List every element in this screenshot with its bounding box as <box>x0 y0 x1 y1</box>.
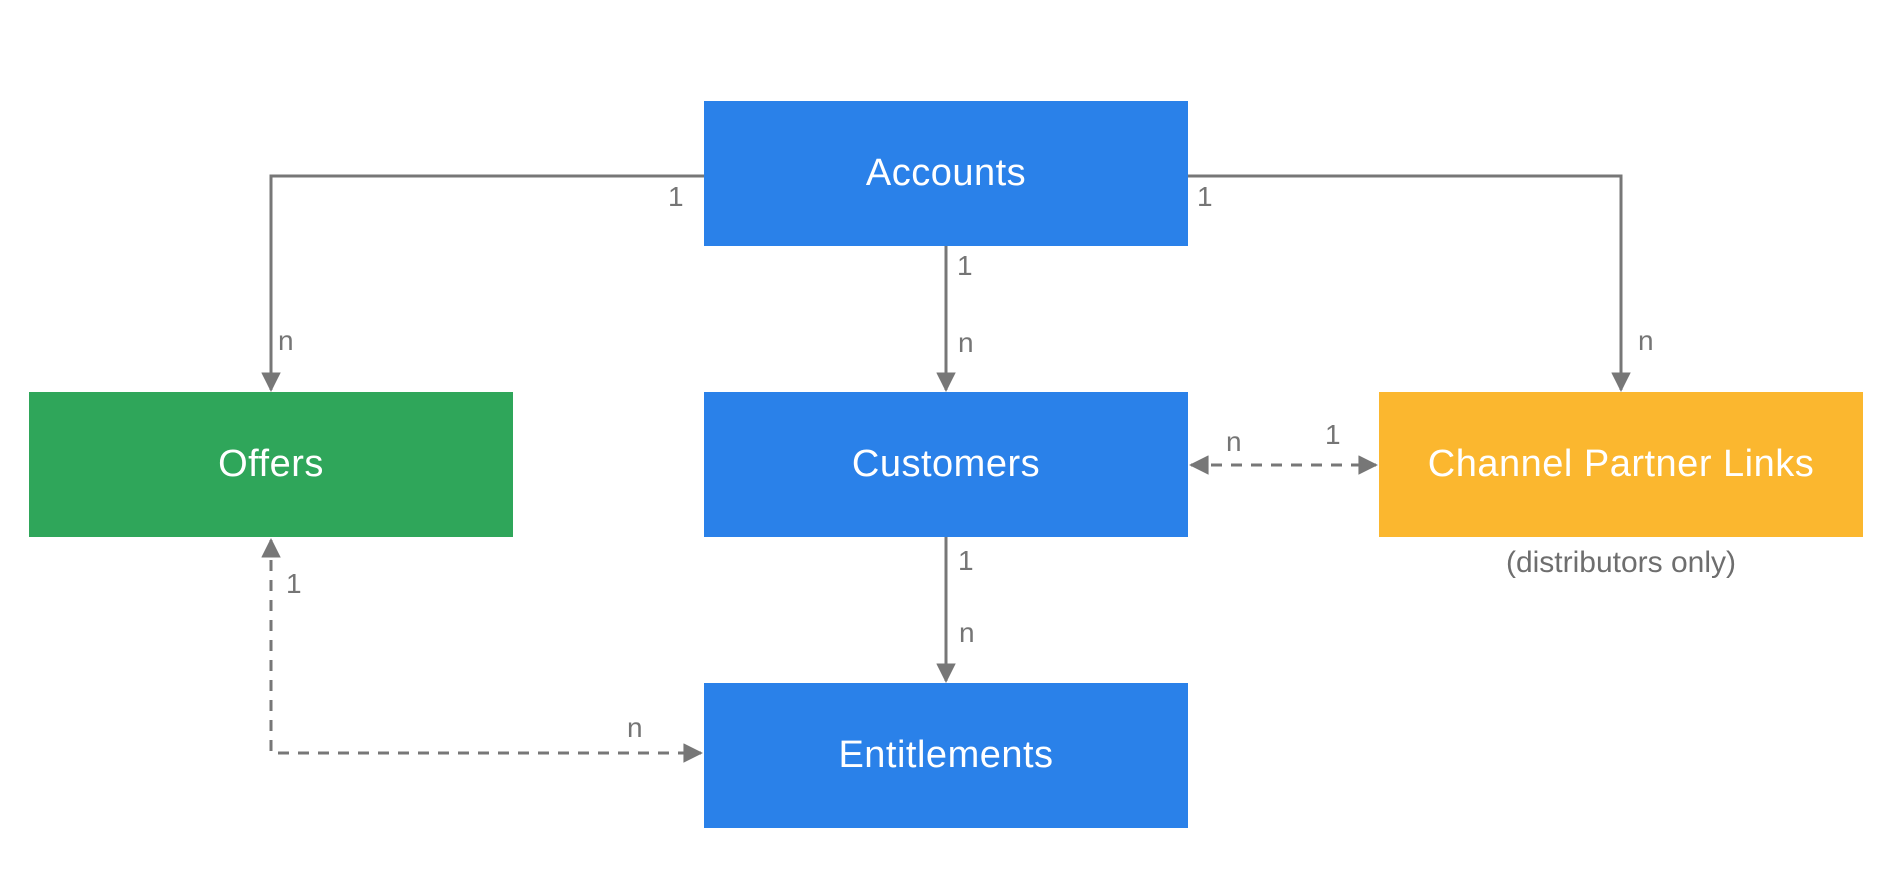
node-entitlements-label: Entitlements <box>838 734 1054 776</box>
channel-partner-links-caption: (distributors only) <box>1505 546 1737 579</box>
node-accounts: Accounts <box>704 101 1188 246</box>
cardinality-offers-entitlements-n: n <box>627 712 643 743</box>
node-accounts-label: Accounts <box>865 152 1027 194</box>
cardinality-offers-entitlements-1: 1 <box>286 568 302 599</box>
node-channel-partner-links-label: Channel Partner Links <box>1427 443 1815 485</box>
edge-accounts-channel-partner-links <box>1188 174 1631 392</box>
cardinality-customers-cpl-1: 1 <box>1325 419 1341 450</box>
cardinality-accounts-customers-n: n <box>958 327 974 358</box>
cardinality-accounts-cpl-n: n <box>1638 325 1654 356</box>
node-channel-partner-links: Channel Partner Links <box>1379 392 1863 537</box>
cardinality-customers-entitlements-n: n <box>959 617 975 648</box>
edge-offers-entitlements <box>261 538 703 763</box>
edge-accounts-offers <box>261 174 704 392</box>
cardinality-accounts-offers-1: 1 <box>668 181 684 212</box>
cardinality-accounts-offers-n: n <box>278 325 294 356</box>
cardinality-accounts-cpl-1: 1 <box>1197 181 1213 212</box>
node-customers-label: Customers <box>851 443 1041 485</box>
node-entitlements: Entitlements <box>704 683 1188 828</box>
cardinality-customers-entitlements-1: 1 <box>958 545 974 576</box>
node-offers: Offers <box>29 392 513 537</box>
cardinality-customers-cpl-n: n <box>1226 426 1242 457</box>
node-customers: Customers <box>704 392 1188 537</box>
node-offers-label: Offers <box>218 443 324 485</box>
cardinality-accounts-customers-1: 1 <box>957 250 973 281</box>
